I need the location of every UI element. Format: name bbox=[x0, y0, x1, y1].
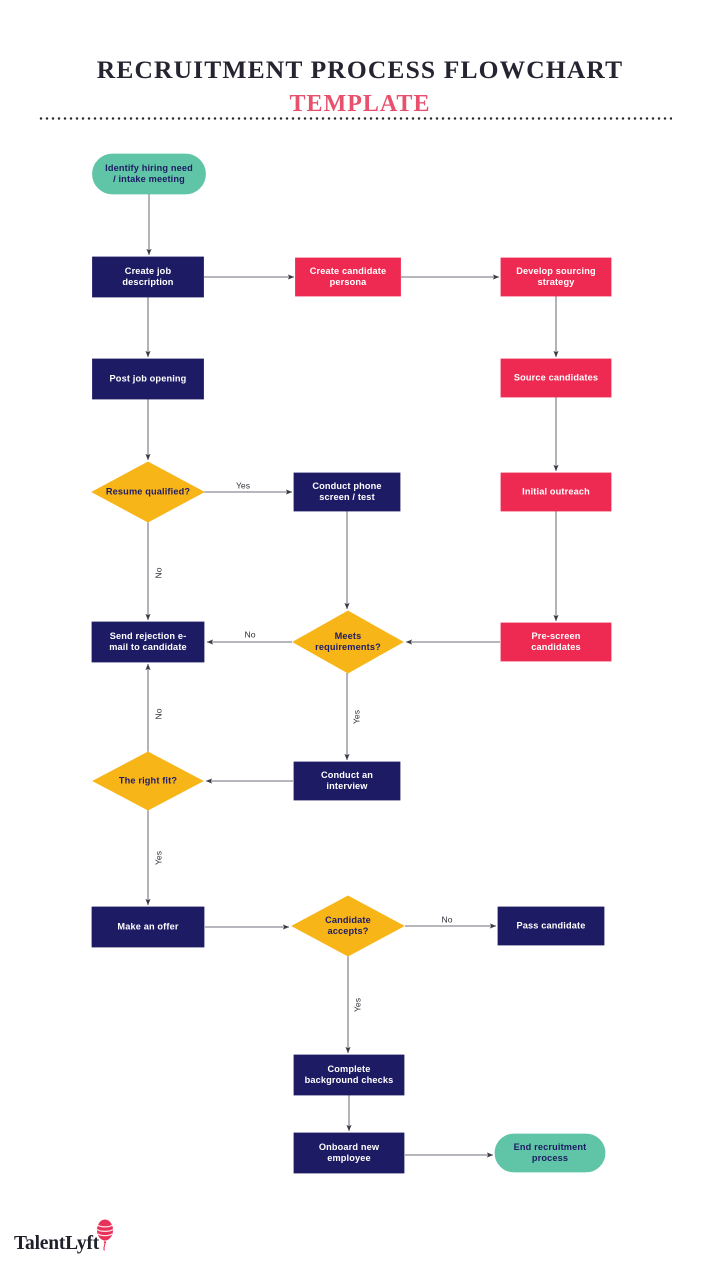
process-shape bbox=[500, 257, 612, 297]
brand-logo-text: TalentLyft bbox=[14, 1233, 100, 1254]
node-label: persona bbox=[330, 277, 368, 287]
decision-shape bbox=[91, 461, 205, 523]
flow-node-rejection[interactable]: Send rejection e-mail to candidate bbox=[91, 621, 205, 663]
edge-label-meets-interview: Yes bbox=[351, 710, 361, 724]
node-label: screen / test bbox=[319, 492, 375, 502]
process-shape bbox=[497, 906, 605, 946]
terminator-shape bbox=[494, 1133, 606, 1173]
node-label: Post job opening bbox=[110, 373, 187, 383]
page-header: RECRUITMENT PROCESS FLOWCHART TEMPLATE bbox=[0, 0, 720, 117]
node-label: Send rejection e- bbox=[110, 631, 187, 641]
node-label: Conduct an bbox=[321, 770, 373, 780]
node-label: Complete bbox=[327, 1064, 370, 1074]
node-label: background checks bbox=[305, 1075, 394, 1085]
node-label: Create job bbox=[125, 266, 172, 276]
node-label: Develop sourcing bbox=[516, 266, 596, 276]
footer: TalentLyft bbox=[14, 1219, 214, 1267]
node-label: requirements? bbox=[315, 642, 381, 652]
edge-label-accepts-background: Yes bbox=[352, 998, 362, 1012]
page-subtitle: TEMPLATE bbox=[289, 91, 431, 118]
node-label: Resume qualified? bbox=[106, 486, 190, 496]
edge-label-resume-phone: Yes bbox=[236, 480, 250, 490]
flowchart-nodes: Identify hiring need/ intake meetingCrea… bbox=[91, 153, 612, 1174]
node-label: Conduct phone bbox=[312, 481, 381, 491]
process-shape bbox=[295, 257, 401, 297]
process-shape bbox=[293, 1132, 405, 1174]
flowchart-edges bbox=[145, 194, 559, 1158]
edge-label-meets-rejection: No bbox=[245, 629, 256, 639]
process-shape bbox=[92, 256, 204, 298]
node-label: Onboard new bbox=[319, 1142, 380, 1152]
node-label: End recruitment bbox=[514, 1142, 587, 1152]
node-label: interview bbox=[326, 781, 368, 791]
node-label: Meets bbox=[335, 631, 362, 641]
process-shape bbox=[500, 622, 612, 662]
flow-node-pass[interactable]: Pass candidate bbox=[497, 906, 605, 946]
flow-node-rightfit[interactable]: The right fit? bbox=[92, 751, 204, 811]
edge-label-rightfit-rejection: No bbox=[153, 708, 163, 719]
node-label: Identify hiring need bbox=[105, 163, 193, 173]
flow-node-resume[interactable]: Resume qualified? bbox=[91, 461, 205, 523]
edge-label-resume-rejection: No bbox=[153, 567, 163, 578]
balloon-icon bbox=[96, 1219, 114, 1251]
flow-node-outreach[interactable]: Initial outreach bbox=[500, 472, 612, 512]
process-shape bbox=[91, 621, 205, 663]
node-label: Make an offer bbox=[117, 921, 178, 931]
node-label: Create candidate bbox=[310, 266, 386, 276]
process-shape bbox=[500, 358, 612, 398]
node-label: Pre-screen bbox=[532, 631, 581, 641]
process-shape bbox=[293, 1054, 405, 1096]
node-label: strategy bbox=[538, 277, 576, 287]
node-label: employee bbox=[327, 1153, 371, 1163]
decision-shape bbox=[92, 751, 204, 811]
node-label: Source candidates bbox=[514, 372, 598, 382]
node-label: mail to candidate bbox=[109, 642, 187, 652]
node-label: / intake meeting bbox=[113, 174, 185, 184]
edge-label-accepts-pass: No bbox=[442, 914, 453, 924]
node-label: Pass candidate bbox=[517, 920, 586, 930]
process-shape bbox=[91, 906, 205, 948]
process-shape bbox=[293, 761, 401, 801]
decision-shape bbox=[292, 610, 404, 674]
node-label: The right fit? bbox=[119, 775, 177, 785]
header-divider bbox=[38, 117, 672, 120]
terminator-shape bbox=[92, 153, 206, 195]
flow-node-postjob[interactable]: Post job opening bbox=[92, 358, 204, 400]
node-label: process bbox=[532, 1153, 568, 1163]
node-label: description bbox=[122, 277, 173, 287]
process-shape bbox=[293, 472, 401, 512]
node-label: accepts? bbox=[327, 926, 368, 936]
flow-node-start[interactable]: Identify hiring need/ intake meeting bbox=[92, 153, 206, 195]
flow-node-source[interactable]: Source candidates bbox=[500, 358, 612, 398]
flow-node-offer[interactable]: Make an offer bbox=[91, 906, 205, 948]
node-label: Candidate bbox=[325, 915, 371, 925]
decision-shape bbox=[291, 895, 405, 957]
edge-label-rightfit-offer: Yes bbox=[153, 851, 163, 865]
node-label: Initial outreach bbox=[522, 486, 590, 496]
process-shape bbox=[92, 358, 204, 400]
process-shape bbox=[500, 472, 612, 512]
page-title: RECRUITMENT PROCESS FLOWCHART bbox=[96, 55, 624, 84]
node-label: candidates bbox=[531, 642, 581, 652]
